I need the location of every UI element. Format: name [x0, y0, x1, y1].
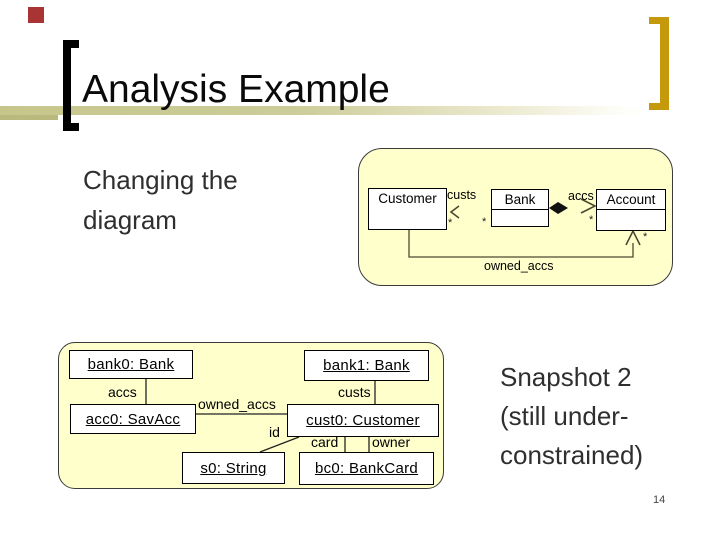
object-label-bc0: bc0: BankCard: [314, 460, 419, 477]
object-box-s0: s0: String: [182, 452, 285, 484]
object-box-acc0: acc0: SavAcc: [70, 404, 196, 434]
title-underline-bar-accent: [0, 115, 58, 120]
object-label-cust0: cust0: Customer: [306, 412, 420, 429]
body-text-line2: diagram: [83, 205, 177, 235]
page-number: 14: [653, 494, 666, 506]
link-label-accs: accs: [108, 384, 137, 400]
caption-text: Snapshot 2 (still under- constrained): [500, 358, 643, 475]
slide-title: Analysis Example: [82, 68, 390, 111]
class-name-bank: Bank: [492, 190, 548, 210]
class-box-account: Account: [596, 189, 666, 231]
aggregation-diamond-icon: [549, 202, 568, 214]
link-label-id: id: [269, 424, 280, 440]
label-custs: custs: [447, 188, 477, 202]
object-diagram-connectors: [145, 379, 376, 453]
label-accs: accs: [568, 189, 594, 203]
owned-accs-arrowhead-icon: [625, 229, 641, 246]
link-label-card: card: [311, 434, 339, 450]
link-cust0-s0: [259, 436, 300, 453]
body-text-line1: Changing the: [83, 165, 238, 195]
multiplicity-custs: *: [448, 217, 453, 229]
object-box-cust0: cust0: Customer: [287, 404, 439, 437]
object-box-bc0: bc0: BankCard: [299, 452, 434, 485]
left-bracket-decoration: [63, 40, 79, 131]
red-square-decoration: [28, 7, 44, 23]
class-diagram: Customer Bank Account custs * * accs * *…: [358, 148, 673, 286]
object-label-bank1: bank1: Bank: [323, 357, 410, 374]
object-box-bank0: bank0: Bank: [69, 350, 193, 379]
caption-line2: (still under-: [500, 401, 629, 431]
object-label-s0: s0: String: [200, 459, 267, 477]
owned-accs-line: [408, 230, 634, 258]
right-bracket-decoration: [649, 17, 669, 110]
link-label-custs: custs: [338, 384, 371, 400]
body-text: Changing the diagram: [83, 160, 238, 240]
link-label-owned-accs: owned_accs: [198, 396, 276, 412]
caption-line1: Snapshot 2: [500, 362, 632, 392]
label-owned-accs: owned_accs: [484, 259, 554, 273]
object-diagram: bank0: Bank bank1: Bank acc0: SavAcc cus…: [58, 342, 444, 489]
class-name-account: Account: [597, 190, 665, 210]
object-label-acc0: acc0: SavAcc: [85, 410, 181, 428]
class-box-customer: Customer: [368, 188, 447, 230]
class-box-bank: Bank: [491, 189, 549, 227]
accs-arrowhead-icon: [580, 198, 597, 214]
object-box-bank1: bank1: Bank: [304, 350, 429, 381]
link-label-owner: owner: [372, 434, 411, 450]
multiplicity-owned-accs: *: [643, 231, 648, 243]
custs-arrowhead-icon: [449, 205, 460, 219]
multiplicity-bank: *: [482, 216, 487, 228]
object-label-bank0: bank0: Bank: [87, 356, 175, 373]
title-underline-bar: [0, 106, 650, 115]
multiplicity-accs: *: [589, 214, 594, 226]
class-name-customer: Customer: [378, 191, 437, 206]
class-diagram-connectors: [408, 198, 641, 258]
caption-line3: constrained): [500, 440, 644, 470]
